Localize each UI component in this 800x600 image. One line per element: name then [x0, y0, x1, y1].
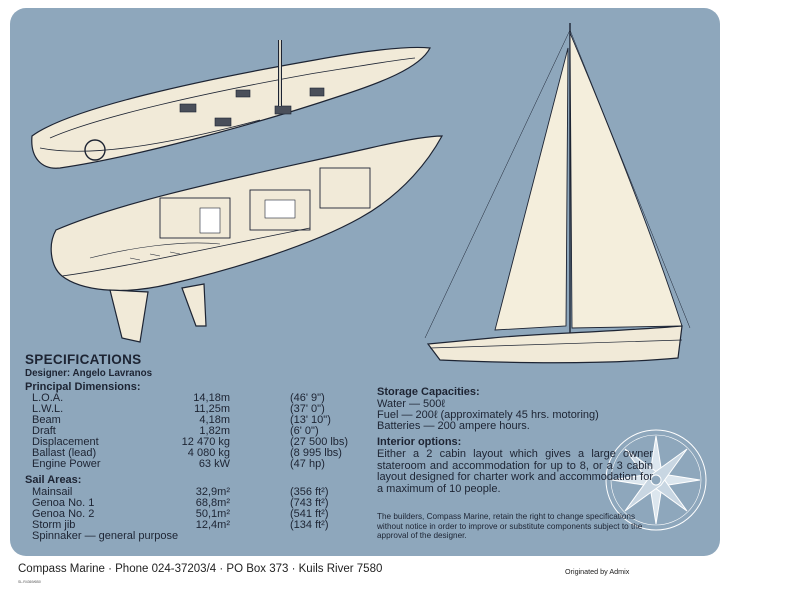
spec-imperial: (8 995 lbs) — [290, 447, 342, 459]
spec-label: Mainsail — [32, 486, 73, 498]
spec-imperial: (46' 9") — [290, 392, 325, 404]
storage-line: Batteries — 200 ampere hours. — [377, 420, 530, 432]
spec-label: Engine Power — [32, 458, 101, 470]
specifications-heading: SPECIFICATIONS — [25, 352, 142, 367]
spec-imperial: (47 hp) — [290, 458, 325, 470]
spec-label: L.O.A. — [32, 392, 64, 404]
spec-metric: 32,9m² — [195, 486, 230, 498]
principal-dimensions-heading: Principal Dimensions: — [25, 381, 141, 393]
sail-areas-heading: Sail Areas: — [25, 474, 82, 486]
spec-label: Genoa No. 1 — [32, 497, 95, 509]
spec-metric: 12,4m² — [195, 519, 230, 531]
spinnaker-line: Spinnaker — general purpose — [32, 530, 179, 542]
interior-text: Either a 2 cabin layout which gives a la… — [377, 448, 653, 495]
sail-plan-illustration — [424, 23, 691, 364]
spec-metric: 4 080 kg — [187, 447, 230, 459]
print-code: SL.R4369/6B0 — [18, 580, 41, 584]
spec-label: Genoa No. 2 — [32, 508, 95, 520]
spec-metric: 4,18m — [199, 414, 230, 426]
illustrations — [31, 23, 707, 531]
spec-metric: 12 470 kg — [181, 436, 230, 448]
spec-imperial: (6' 0") — [290, 425, 319, 437]
builders-disclaimer: The builders, Compass Marine, retain the… — [377, 512, 643, 541]
storage-line: Fuel — 200ℓ (approximately 45 hrs. motor… — [377, 409, 599, 421]
spec-metric: 50,1m² — [195, 508, 230, 520]
yacht-cutaway-illustration — [50, 135, 444, 343]
spec-imperial: (37' 0") — [290, 403, 325, 415]
yacht-deck-illustration — [31, 40, 431, 169]
spec-metric: 68,8m² — [195, 497, 230, 509]
spec-imperial: (541 ft²) — [290, 508, 329, 520]
spec-label: Beam — [32, 414, 61, 426]
spec-label: Ballast (lead) — [32, 447, 97, 459]
storage-line: Water — 500ℓ — [377, 398, 445, 410]
interior-heading: Interior options: — [377, 436, 462, 448]
storage-heading: Storage Capacities: — [377, 386, 480, 398]
spec-label: L.W.L. — [32, 403, 64, 415]
spec-metric: 11,25m — [194, 403, 230, 415]
spec-label: Storm jib — [32, 519, 76, 531]
spec-metric: 63 kW — [198, 458, 230, 470]
compass-rose-icon — [605, 429, 707, 531]
spec-imperial: (743 ft²) — [290, 497, 329, 509]
spec-label: Draft — [32, 425, 56, 437]
footer-contact: Compass Marine · Phone 024-37203/4 · PO … — [18, 563, 383, 575]
spec-metric: 1,82m — [199, 425, 230, 437]
spec-imperial: (356 ft²) — [290, 486, 329, 498]
spec-label: Displacement — [32, 436, 99, 448]
brochure-panel: SPECIFICATIONS Designer: Angelo Lavranos… — [10, 8, 720, 556]
footer-credit: Originated by Admix — [565, 567, 630, 576]
spec-imperial: (13' 10") — [290, 414, 331, 426]
designer-line: Designer: Angelo Lavranos — [25, 368, 153, 379]
spec-metric: 14,18m — [193, 392, 230, 404]
spec-imperial: (27 500 lbs) — [290, 436, 349, 448]
spec-imperial: (134 ft²) — [290, 519, 329, 531]
